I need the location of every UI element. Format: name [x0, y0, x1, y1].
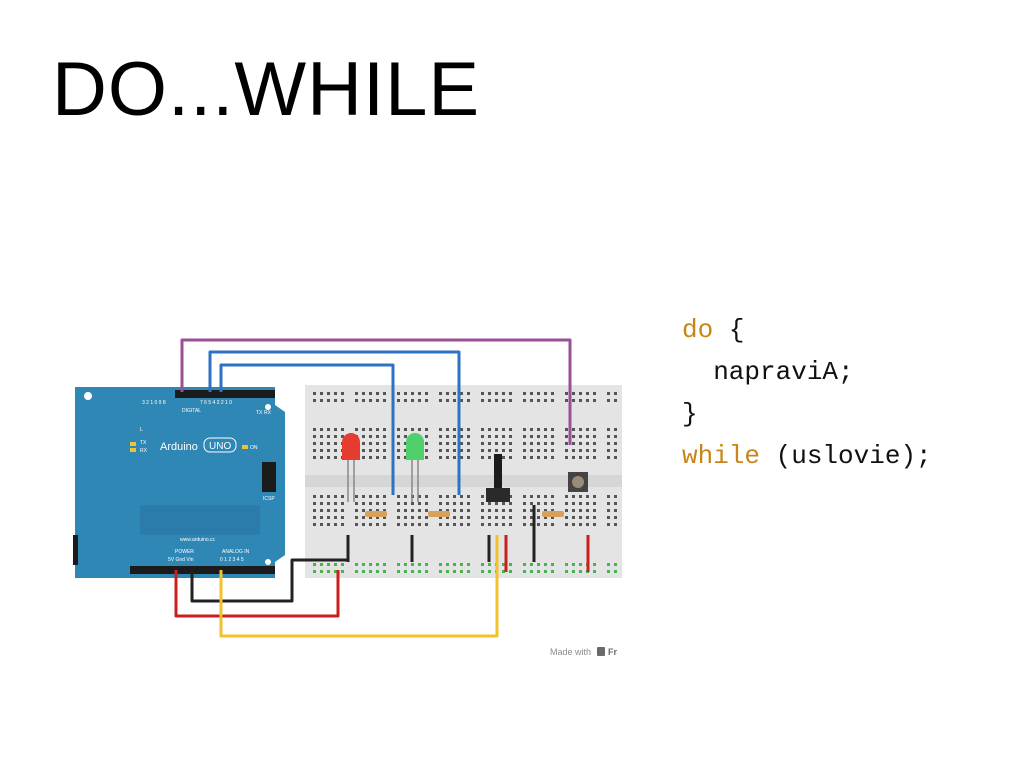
wire-blue-2	[219, 363, 395, 495]
analog-pins: 0 1 2 3 4 5	[220, 557, 244, 563]
credit-text: Made with	[550, 647, 591, 657]
digital-label: DIGITAL	[182, 408, 201, 414]
power-pins: 5V Gnd Vin	[168, 557, 194, 563]
slide-title: DO...WHILE	[52, 47, 481, 132]
rx-pin: RX	[264, 410, 272, 416]
wire-purple	[180, 338, 572, 445]
breadboard-holes	[313, 392, 617, 573]
code-keyword-while: while	[682, 441, 761, 471]
rx-label: RX	[140, 448, 148, 454]
on-label: ON	[250, 445, 258, 451]
l-label: L	[140, 427, 143, 433]
code-line1-rest: {	[713, 315, 745, 345]
code-snippet: do { napraviA; } while (uslovie);	[682, 309, 932, 477]
icsp-label: ICSP	[263, 496, 275, 502]
wires	[174, 338, 590, 638]
board-model: UNO	[209, 441, 231, 452]
digital-pins-top: 3 2 1 0 9 8	[142, 400, 166, 406]
tx-pin: TX	[256, 410, 263, 416]
resistors	[365, 511, 564, 517]
credit-logo-text: Fr	[608, 647, 617, 657]
code-line2: napraviA;	[682, 357, 854, 387]
arduino-board: Arduino UNO DIGITAL POWER ANALOG IN ICSP…	[73, 387, 285, 578]
power-label: POWER	[175, 549, 194, 555]
fritzing-logo-icon	[597, 647, 605, 656]
potentiometer	[486, 454, 510, 502]
pushbutton	[568, 472, 588, 492]
led-green	[406, 433, 424, 502]
tx-label: TX	[140, 440, 147, 446]
code-line4-rest: (uslovie);	[760, 441, 932, 471]
code-keyword-do: do	[682, 315, 714, 345]
wire-black-gnd	[190, 558, 348, 603]
code-line3: }	[682, 399, 698, 429]
wire-yellow-analog	[219, 535, 499, 638]
wire-blue-1	[208, 350, 461, 495]
board-url: www.arduino.cc	[180, 537, 216, 543]
board-brand: Arduino	[160, 441, 198, 453]
wire-red-power	[174, 570, 340, 618]
led-red	[342, 433, 360, 502]
analog-label: ANALOG IN	[222, 549, 250, 555]
digital-pins-top2: 7 6 5 4 3 2 1 0	[200, 400, 232, 406]
arduino-circuit-diagram: Arduino UNO DIGITAL POWER ANALOG IN ICSP…	[73, 338, 622, 657]
